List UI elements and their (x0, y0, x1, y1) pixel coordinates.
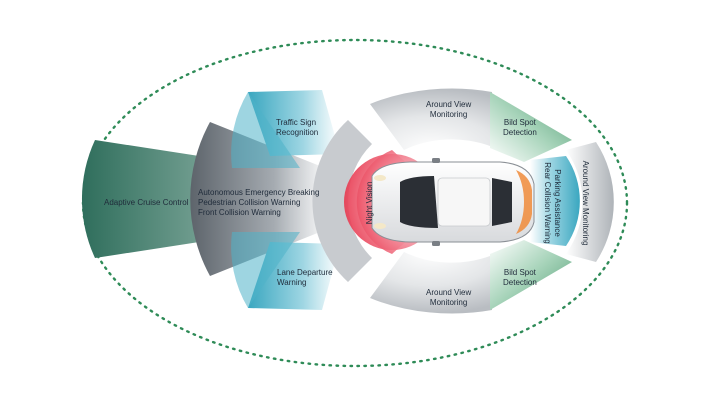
traffic-sign-zone-edge (231, 92, 300, 168)
blind-spot-bottom-label: Bild Spot Detection (503, 268, 537, 288)
lane-departure-line-1: Lane Departure (277, 268, 333, 277)
around-view-bottom-label: Around View Monitoring (426, 288, 471, 308)
around-view-top-zone (370, 88, 492, 150)
traffic-sign-line-1: Traffic Sign (276, 118, 317, 127)
around-view-bottom-line-1: Around View (426, 288, 472, 297)
lane-departure-zone-edge (231, 232, 300, 308)
blind-spot-top-zone (490, 92, 572, 162)
aeb-line-2: Pedestrian Collision Warning (198, 198, 301, 207)
blind-spot-bottom-line-2: Detection (503, 278, 537, 287)
around-view-top-label: Around View Monitoring (426, 100, 471, 120)
lane-departure-line-2: Warning (277, 278, 307, 287)
adaptive-cruise-label: Adaptive Cruise Control (104, 198, 189, 207)
parking-zone (530, 156, 580, 246)
rear-around-view-zone (566, 142, 614, 262)
blind-spot-top-label: Bild Spot Detection (503, 118, 537, 138)
aeb-label: Autonomous Emergency Breaking Pedestrian… (198, 188, 319, 218)
traffic-sign-label: Traffic Sign Recognition (276, 118, 318, 138)
blind-spot-bottom-line-1: Bild Spot (503, 268, 536, 277)
blind-spot-top-line-2: Detection (503, 128, 537, 137)
traffic-sign-line-2: Recognition (276, 128, 319, 137)
night-vision-label: Night Vision (365, 181, 374, 225)
rear-around-view-label: Around View Monitoring (581, 160, 590, 246)
around-view-top-line-1: Around View (426, 100, 472, 109)
aeb-line-3: Front Collision Warning (198, 208, 281, 217)
parking-label: Parking Assistance Rear Collision Warnin… (542, 162, 562, 244)
lane-departure-label: Lane Departure Warning (277, 268, 333, 288)
around-view-top-line-2: Monitoring (429, 110, 468, 119)
blind-spot-top-line-1: Bild Spot (503, 118, 536, 127)
parking-line-1: Parking Assistance (553, 169, 562, 237)
front-ring (312, 120, 372, 282)
parking-line-2: Rear Collision Warning (543, 162, 552, 244)
blind-spot-bottom-zone (490, 240, 572, 310)
aeb-line-1: Autonomous Emergency Breaking (198, 188, 320, 197)
car-icon (371, 158, 535, 246)
around-view-bottom-zone (370, 252, 492, 314)
around-view-bottom-line-2: Monitoring (429, 298, 468, 307)
